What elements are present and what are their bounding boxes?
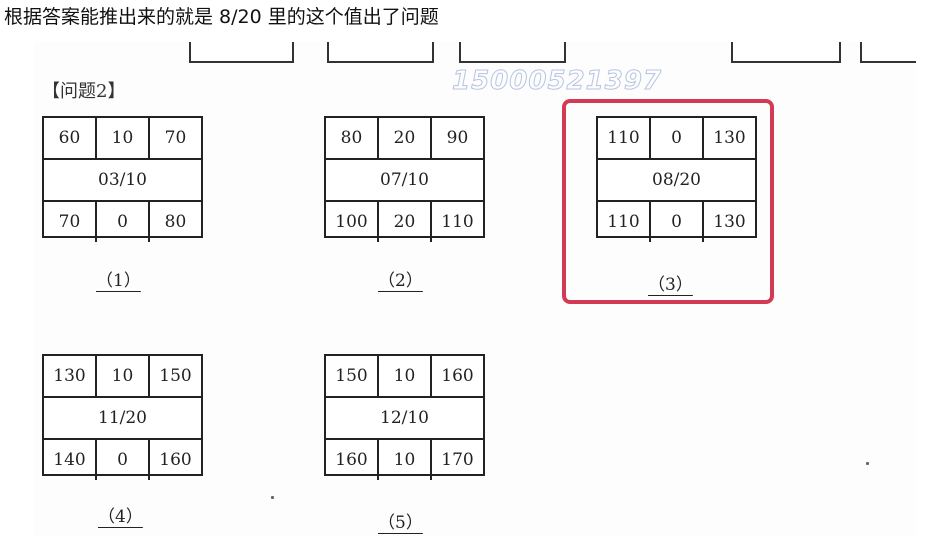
grid-cell: 160 <box>148 440 201 480</box>
scanned-exam-figure: 【问题2】 15000521397 60 10 70 03/10 70 0 80… <box>34 42 916 536</box>
grid-cell: 20 <box>377 118 430 158</box>
grid-label-2: （2） <box>378 271 423 291</box>
cropped-table-box <box>327 42 434 63</box>
grid-cell: 160 <box>430 356 483 396</box>
cropped-table-box <box>860 42 916 63</box>
grid-center-value: 03/10 <box>98 170 147 190</box>
grid-center-value: 11/20 <box>98 408 147 428</box>
grid-cell: 0 <box>95 202 148 242</box>
grid-label-5: （5） <box>378 513 423 533</box>
problem-heading: 【问题2】 <box>42 81 126 102</box>
grid-cell: 10 <box>95 118 148 158</box>
highlight-annotation-box <box>562 99 774 304</box>
grid-label-1: （1） <box>96 271 141 291</box>
grid-cell: 150 <box>148 356 201 396</box>
grid-cell: 130 <box>702 118 755 158</box>
grid-cell: 130 <box>53 366 86 386</box>
grid-cell: 130 <box>702 202 755 242</box>
grid-cell: 80 <box>148 202 201 242</box>
grid-cell: 90 <box>430 118 483 158</box>
node-grid-4: 130 10 150 11/20 140 0 160 <box>42 354 203 480</box>
grid-cell: 60 <box>58 128 81 148</box>
node-grid-1: 60 10 70 03/10 70 0 80 <box>42 116 203 242</box>
grid-cell: 110 <box>607 128 640 148</box>
grid-cell: 0 <box>95 440 148 480</box>
grid-cell: 110 <box>430 202 483 242</box>
node-grid-2: 80 20 90 07/10 100 20 110 <box>324 116 485 242</box>
grid-cell: 160 <box>335 450 368 470</box>
grid-center-value: 12/10 <box>380 408 429 428</box>
grid-center-value: 07/10 <box>380 170 429 190</box>
grid-cell: 140 <box>53 450 86 470</box>
grid-label-4: （4） <box>98 507 143 527</box>
grid-cell: 70 <box>148 118 201 158</box>
grid-cell: 0 <box>649 202 702 242</box>
grid-cell: 10 <box>377 356 430 396</box>
grid-cell: 110 <box>607 212 640 232</box>
grid-cell: 80 <box>340 128 363 148</box>
watermark: 15000521397 <box>452 66 662 97</box>
cropped-table-box <box>459 42 566 63</box>
grid-label-3: （3） <box>648 275 693 295</box>
grid-cell: 0 <box>649 118 702 158</box>
grid-cell: 10 <box>377 440 430 480</box>
question-text: 根据答案能推出来的就是 8/20 里的这个值出了问题 <box>4 6 439 28</box>
grid-cell: 170 <box>430 440 483 480</box>
grid-cell: 10 <box>95 356 148 396</box>
grid-cell: 150 <box>335 366 368 386</box>
grid-cell: 100 <box>335 212 368 232</box>
grid-center-value: 08/20 <box>652 170 701 190</box>
node-grid-5: 150 10 160 12/10 160 10 170 <box>324 354 485 480</box>
cropped-table-box <box>189 42 294 63</box>
cropped-table-box <box>731 42 841 63</box>
grid-cell: 20 <box>377 202 430 242</box>
scan-speck <box>866 462 869 465</box>
node-grid-3: 110 0 130 08/20 110 0 130 <box>596 116 757 242</box>
scan-speck <box>271 496 274 499</box>
grid-cell: 70 <box>58 212 81 232</box>
